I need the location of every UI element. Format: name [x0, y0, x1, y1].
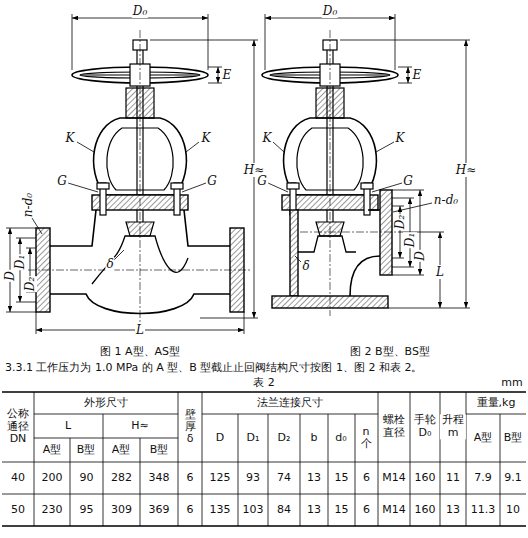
part-label: G [206, 174, 218, 188]
dimension-label: D [413, 250, 427, 262]
table-title: 表 2 [252, 377, 276, 390]
table-cell: 13 [445, 504, 461, 517]
table-cell: 15 [334, 504, 350, 517]
figure-caption: 图 2 B型、BS型 [349, 346, 431, 359]
table-cell: 6 [362, 472, 371, 485]
part-label: G [402, 174, 414, 188]
table-header: d₀ [334, 432, 347, 445]
table-header: n 个 [360, 426, 373, 450]
table-cell: 90 [79, 472, 95, 485]
table-header: 重量,kg [476, 397, 517, 410]
table-header: B型 [503, 432, 524, 445]
table-cell: M14 [381, 472, 407, 485]
table-cell: 13 [306, 472, 322, 485]
table-cell: 10 [505, 504, 521, 517]
table-cell: 160 [414, 472, 437, 485]
table-cell: 40 [10, 472, 26, 485]
table-cell: 11.3 [470, 504, 497, 517]
dimension-label: H≈ [455, 163, 478, 177]
dimension-label: δ [301, 259, 310, 273]
unit-note: mm [500, 377, 523, 390]
table-cell: 13 [306, 504, 322, 517]
table-cell: 125 [209, 472, 232, 485]
clause-text: 3.3.1 工作压力为 1.0 MPa 的 A 型、B 型截止止回阀结构尺寸按图… [4, 362, 423, 375]
table-header: 壁厚 δ [184, 409, 197, 445]
table-header: D [215, 432, 225, 445]
table-cell: 200 [41, 472, 64, 485]
dimension-label: E [412, 68, 423, 82]
part-label: K [395, 131, 406, 145]
table-cell: 230 [41, 504, 64, 517]
table-cell: 103 [242, 504, 265, 517]
table-header: B型 [76, 444, 97, 457]
dimension-label: D₀ [322, 4, 338, 18]
table-cell: M14 [381, 504, 407, 517]
dimension-label: E [222, 68, 233, 82]
part-label: G [256, 174, 268, 188]
table-cell: 15 [334, 472, 350, 485]
table-cell: 11 [445, 472, 461, 485]
table-header: 螺栓 直径 [381, 414, 407, 439]
dimension-label: D [3, 270, 17, 282]
table-header: 升程 m [440, 414, 466, 439]
table-header: B型 [149, 444, 170, 457]
table-cell: 95 [79, 504, 95, 517]
part-label: G [56, 174, 68, 188]
table-header: H≈ [130, 420, 150, 433]
table-cell: 6 [186, 504, 195, 517]
dimension-label: δ [105, 257, 114, 271]
table-cell: 7.9 [473, 472, 493, 485]
dimension-label: L [135, 323, 145, 337]
part-label: K [262, 131, 273, 145]
table-cell: 309 [110, 504, 133, 517]
dimension-label: n-d₀ [433, 193, 459, 207]
table-cell: 93 [245, 472, 261, 485]
dimension-label: D₀ [132, 4, 148, 18]
table-header: D₂ [277, 432, 292, 445]
dimension-label: L [435, 265, 445, 279]
table-cell: 282 [110, 472, 133, 485]
table-header: b [310, 432, 319, 445]
table-header: 手轮 D₀ [412, 414, 438, 439]
figure-caption: 图 1 A型、AS型 [99, 346, 181, 359]
table-header: L [64, 420, 72, 433]
part-label: K [201, 131, 212, 145]
table-cell: 50 [10, 504, 26, 517]
table-cell: 6 [186, 472, 195, 485]
table-cell: 348 [148, 472, 171, 485]
table-cell: 9.1 [503, 472, 523, 485]
table-header: 公称 通径 DN [5, 408, 31, 446]
table-cell: 135 [209, 504, 232, 517]
table-header: A型 [473, 432, 494, 445]
dimension-label: D₁ [13, 254, 27, 270]
table-header: A型 [111, 444, 132, 457]
table-cell: 160 [414, 504, 437, 517]
table-cell: 6 [362, 504, 371, 517]
dimension-label: D₁ [403, 232, 417, 248]
table-header: 外形尺寸 [83, 397, 129, 410]
table-header: A型 [42, 444, 63, 457]
table-header: 法兰连接尺寸 [256, 397, 324, 410]
dimension-label: D₂ [393, 214, 407, 230]
part-label: K [65, 131, 76, 145]
dimension-label: D₂ [23, 276, 37, 292]
table-cell: 369 [148, 504, 171, 517]
table-header: D₁ [246, 432, 261, 445]
table-cell: 84 [276, 504, 292, 517]
dimension-label: n-d₀ [21, 192, 35, 218]
table-cell: 74 [276, 472, 292, 485]
